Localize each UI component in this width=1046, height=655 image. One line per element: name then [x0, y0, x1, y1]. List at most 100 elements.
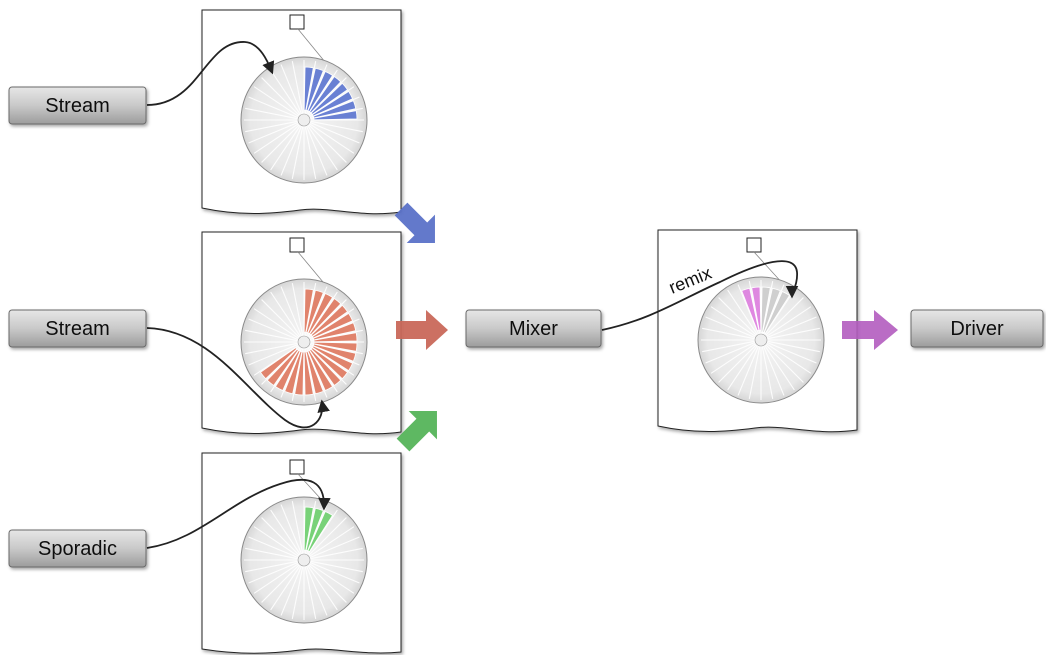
buffer-slot-divider: [253, 562, 300, 594]
buffer-slot-filled: [309, 297, 342, 336]
driver-node[interactable]: Driver: [910, 309, 1044, 348]
buffer-slot-divider: [705, 341, 756, 364]
buffer-slot-divider: [245, 342, 299, 355]
buffer-slot-divider: [306, 124, 338, 171]
checkbox-icon[interactable]: [289, 237, 305, 253]
connector-stream-top: [146, 41, 275, 106]
buffer-slot-divider: [705, 316, 756, 339]
buffer-slot-divider: [309, 120, 363, 133]
stream-middle-label: Stream: [45, 318, 109, 340]
buffer-slot-filled: [311, 90, 354, 117]
buffer-slot-divider: [762, 345, 785, 396]
ring-buffer-mixer: [697, 276, 825, 404]
buffer-slot-divider: [248, 561, 299, 584]
flow-arrow-purple: [842, 310, 898, 350]
buffer-slot-filled: [307, 70, 334, 113]
buffer-slot-divider: [270, 564, 302, 611]
buffer-slot-divider: [307, 563, 347, 603]
buffer-slot-divider: [764, 343, 804, 383]
connector-sporadic: [146, 479, 331, 549]
buffer-slot-divider: [280, 64, 303, 115]
buffer-slot-filled: [274, 349, 301, 392]
flow-arrow-green: [396, 411, 437, 452]
checkbox-icon[interactable]: [746, 237, 762, 253]
buffer-slot-divider: [248, 343, 299, 366]
buffer-slot-filled: [307, 510, 334, 553]
buffer-slot-divider: [307, 123, 347, 163]
mixer-label: Mixer: [509, 318, 558, 340]
buffer-slot-filled: [303, 66, 314, 111]
buffer-slot-divider: [280, 286, 303, 337]
buffer-slot-played: [763, 290, 791, 334]
buffer-slot-divider: [766, 341, 817, 364]
mixer-node[interactable]: Mixer: [465, 309, 602, 348]
buffer-slot-divider: [702, 340, 756, 353]
buffer-slot-divider: [308, 562, 355, 594]
buffer-slot-divider: [727, 289, 759, 336]
buffer-slot-filled: [311, 345, 354, 372]
buffer-slot-divider: [718, 343, 758, 383]
buffer-slot-divider: [248, 96, 299, 119]
buffer-slot-divider: [307, 517, 347, 557]
buffer-slot-filled: [312, 100, 357, 119]
driver-label: Driver: [950, 318, 1004, 340]
buffer-slot-filled: [307, 292, 334, 335]
buffer-slot-divider: [308, 526, 355, 558]
buffer-slot-divider: [261, 77, 301, 117]
buffer-slot-divider: [766, 340, 820, 353]
buffer-slot-filled: [313, 110, 358, 121]
buffer-slot-divider: [765, 342, 812, 374]
buffer-slot-filled: [294, 351, 305, 396]
sporadic-node[interactable]: Sporadic: [8, 529, 147, 568]
checkbox-icon[interactable]: [289, 14, 305, 30]
buffer-slot-filled: [305, 350, 324, 395]
buffer-slot-divider: [261, 563, 301, 603]
buffer-slot-divider: [766, 316, 817, 339]
buffer-slot-divider: [763, 344, 795, 391]
stream-top-node[interactable]: Stream: [8, 86, 147, 125]
buffer-slot-filled: [312, 322, 357, 341]
buffer-slot-divider: [270, 69, 302, 116]
buffer-hub: [297, 553, 311, 567]
buffer-slot-divider: [280, 565, 303, 616]
buffer-slot-filled: [307, 349, 334, 392]
buffer-slot-divider: [270, 291, 302, 338]
buffer-slot-divider: [291, 125, 304, 179]
buffer-slot-divider: [309, 547, 363, 560]
buffer-slot-divider: [253, 308, 300, 340]
buffer-slot-divider: [765, 306, 812, 338]
sporadic-label: Sporadic: [38, 538, 117, 560]
buffer-slot-filled: [311, 312, 354, 339]
connector-mixer-remix: [601, 260, 799, 331]
buffer-slot-filled: [313, 341, 358, 352]
buffer-slot-divider: [305, 125, 328, 176]
buffer-slot-divider: [261, 517, 301, 557]
buffer-page-middle: [201, 231, 402, 435]
flow-arrow-blue: [394, 202, 435, 243]
buffer-hub: [297, 335, 311, 349]
buffer-slot-divider: [245, 107, 299, 120]
ring-buffer-middle: [240, 278, 368, 406]
buffer-slot-divider: [261, 299, 301, 339]
buffer-slot-filled: [303, 506, 314, 551]
buffer-slot-divider: [291, 565, 304, 619]
buffer-slot-divider: [245, 560, 299, 573]
buffer-slot-filled: [751, 286, 762, 331]
buffer-slot-divider: [306, 564, 338, 611]
buffer-slot-divider: [710, 306, 757, 338]
buffer-slot-divider: [248, 318, 299, 341]
buffer-slot-divider: [291, 283, 304, 337]
stream-middle-node[interactable]: Stream: [8, 309, 147, 348]
stream-top-label: Stream: [45, 95, 109, 117]
buffer-slot-divider: [304, 565, 317, 619]
buffer-slot-filled: [259, 347, 298, 380]
checkbox-icon[interactable]: [289, 459, 305, 475]
buffer-page-mixer: [657, 229, 858, 433]
ring-buffer-bottom: [240, 496, 368, 624]
buffer-slot-filled: [741, 287, 760, 332]
buffer-slot-divider: [764, 297, 804, 337]
buffer-slot-divider: [261, 123, 301, 163]
buffer-slot-divider: [253, 86, 300, 118]
buffer-slot-divider: [305, 565, 328, 616]
